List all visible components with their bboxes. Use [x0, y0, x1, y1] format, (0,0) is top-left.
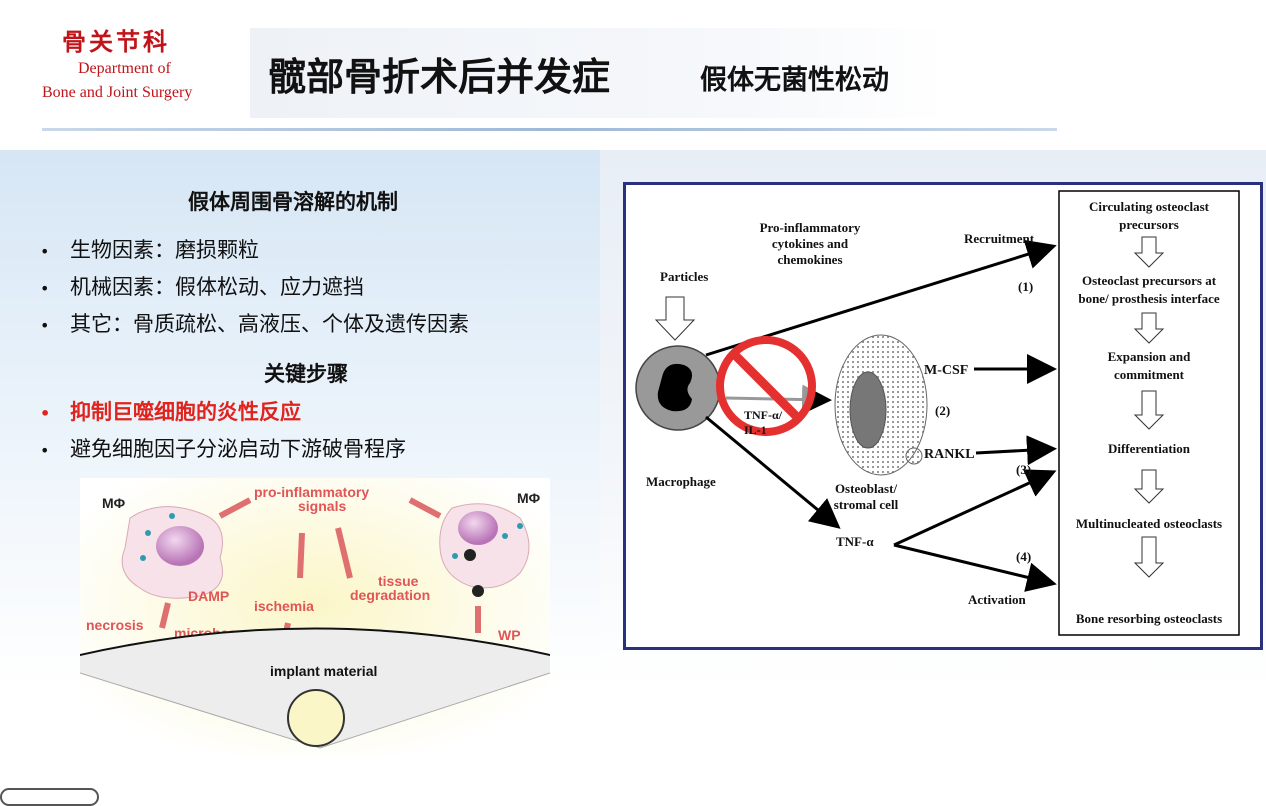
bullet-dot: •	[40, 441, 50, 460]
mphi-label-left: MΦ	[102, 495, 126, 511]
illustration-svg: MΦ MΦ pro-inflammatory signals DAMP isch…	[80, 478, 550, 756]
signals-label-line1: pro-inflammatory	[254, 484, 369, 500]
bullet-item: • 避免细胞因子分泌启动下游破骨程序	[40, 433, 406, 463]
bullet-item: • 生物因素：磨损颗粒	[40, 234, 259, 264]
stage-arrows	[1133, 236, 1165, 578]
slide-title: 髋部骨折术后并发症	[268, 55, 611, 99]
tnf-il1-label-line1: TNF-α/	[744, 408, 783, 422]
department-name-line2: Bone and Joint Surgery	[42, 84, 193, 101]
bullet-dot: •	[40, 316, 50, 335]
bullet-text: 避免细胞因子分泌启动下游破骨程序	[70, 437, 406, 461]
key-steps-heading: 关键步骤	[264, 362, 348, 386]
tnf-il1-label-line2: IL-1	[744, 423, 767, 437]
tissue-label-line2: degradation	[350, 587, 430, 603]
signals-label-line2: signals	[298, 498, 346, 514]
cytokines-label-line2: cytokines and	[772, 236, 849, 251]
stage-1-line1: Circulating osteoclast	[1089, 199, 1210, 214]
bottom-tab-fragment	[0, 788, 99, 806]
stage-2-line1: Osteoclast precursors at	[1082, 273, 1217, 288]
tissue-label-line1: tissue	[378, 573, 419, 589]
stage-4-label: Differentiation	[1108, 441, 1191, 456]
mphi-label-right: MΦ	[517, 490, 541, 506]
bullet-dot: •	[40, 242, 50, 261]
activation-label: Activation	[968, 592, 1027, 607]
necrosis-label: necrosis	[86, 617, 144, 633]
wp-label: WP	[498, 627, 521, 643]
department-logo-cn: 骨关节科	[62, 27, 170, 56]
stage-1-line2: precursors	[1119, 217, 1179, 232]
slide-subtitle: 假体无菌性松动	[700, 65, 889, 96]
mechanism-heading: 假体周围骨溶解的机制	[188, 190, 398, 214]
title-divider	[42, 128, 1057, 131]
damp-label: DAMP	[188, 588, 229, 604]
macrophage-right-nucleus	[458, 511, 498, 545]
macrophage-label: Macrophage	[646, 474, 716, 489]
step-1-label: (1)	[1018, 279, 1033, 294]
implant-label: implant material	[270, 663, 377, 679]
step-3-label: (3)	[1016, 462, 1031, 477]
stage-5-label: Multinucleated osteoclasts	[1076, 516, 1222, 531]
rankl-label: RANKL	[924, 447, 975, 462]
stage-3-line1: Expansion and	[1108, 349, 1192, 364]
step-4-label: (4)	[1016, 549, 1031, 564]
department-name-line1: Department of	[78, 60, 171, 77]
bullet-text: 其它：骨质疏松、高液压、个体及遗传因素	[70, 312, 469, 336]
signal-arrows	[159, 497, 481, 639]
mcsf-label: M-CSF	[924, 363, 968, 378]
bullet-text: 抑制巨噬细胞的炎性反应	[70, 400, 301, 424]
cytokines-label-line3: chemokines	[778, 252, 843, 267]
bullet-text: 机械因素：假体松动、应力遮挡	[70, 275, 364, 299]
pathway-svg: Circulating osteoclast precursors Osteoc…	[635, 190, 1240, 636]
osteoblast-nucleus	[849, 371, 887, 449]
osteolysis-illustration: MΦ MΦ pro-inflammatory signals DAMP isch…	[80, 478, 550, 756]
particles-label: Particles	[660, 269, 708, 284]
cytokines-label-line1: Pro-inflammatory	[760, 220, 861, 235]
implant-body	[80, 629, 550, 748]
bullet-item: • 其它：骨质疏松、高液压、个体及遗传因素	[40, 308, 469, 338]
hip-joint-thumbnail	[287, 689, 345, 747]
bullet-dot: •	[40, 279, 50, 298]
macrophage-left-nucleus	[156, 526, 204, 566]
osteoblast-label-line1: Osteoblast/	[835, 481, 898, 496]
stage-6-label: Bone resorbing osteoclasts	[1076, 611, 1222, 626]
bullet-item-highlighted: • 抑制巨噬细胞的炎性反应	[40, 396, 301, 426]
macrophage-nucleus	[657, 363, 692, 412]
tnf-alpha-label: TNF-α	[836, 534, 874, 549]
inhibition-icon	[716, 336, 816, 436]
stage-2-line2: bone/ prosthesis interface	[1078, 291, 1220, 306]
stage-3-line2: commitment	[1114, 367, 1185, 382]
osteoblast-label-line2: stromal cell	[834, 497, 899, 512]
particles-arrow	[654, 296, 696, 341]
title-banner	[250, 28, 950, 118]
ischemia-label: ischemia	[254, 598, 314, 614]
step-2-label: (2)	[935, 403, 950, 418]
osteoclast-pathway-diagram: Circulating osteoclast precursors Osteoc…	[623, 182, 1263, 650]
recruitment-label: Recruitment	[964, 231, 1035, 246]
bullet-item: • 机械因素：假体松动、应力遮挡	[40, 271, 364, 301]
bullet-dot: •	[40, 404, 51, 423]
bullet-text: 生物因素：磨损颗粒	[70, 238, 259, 262]
